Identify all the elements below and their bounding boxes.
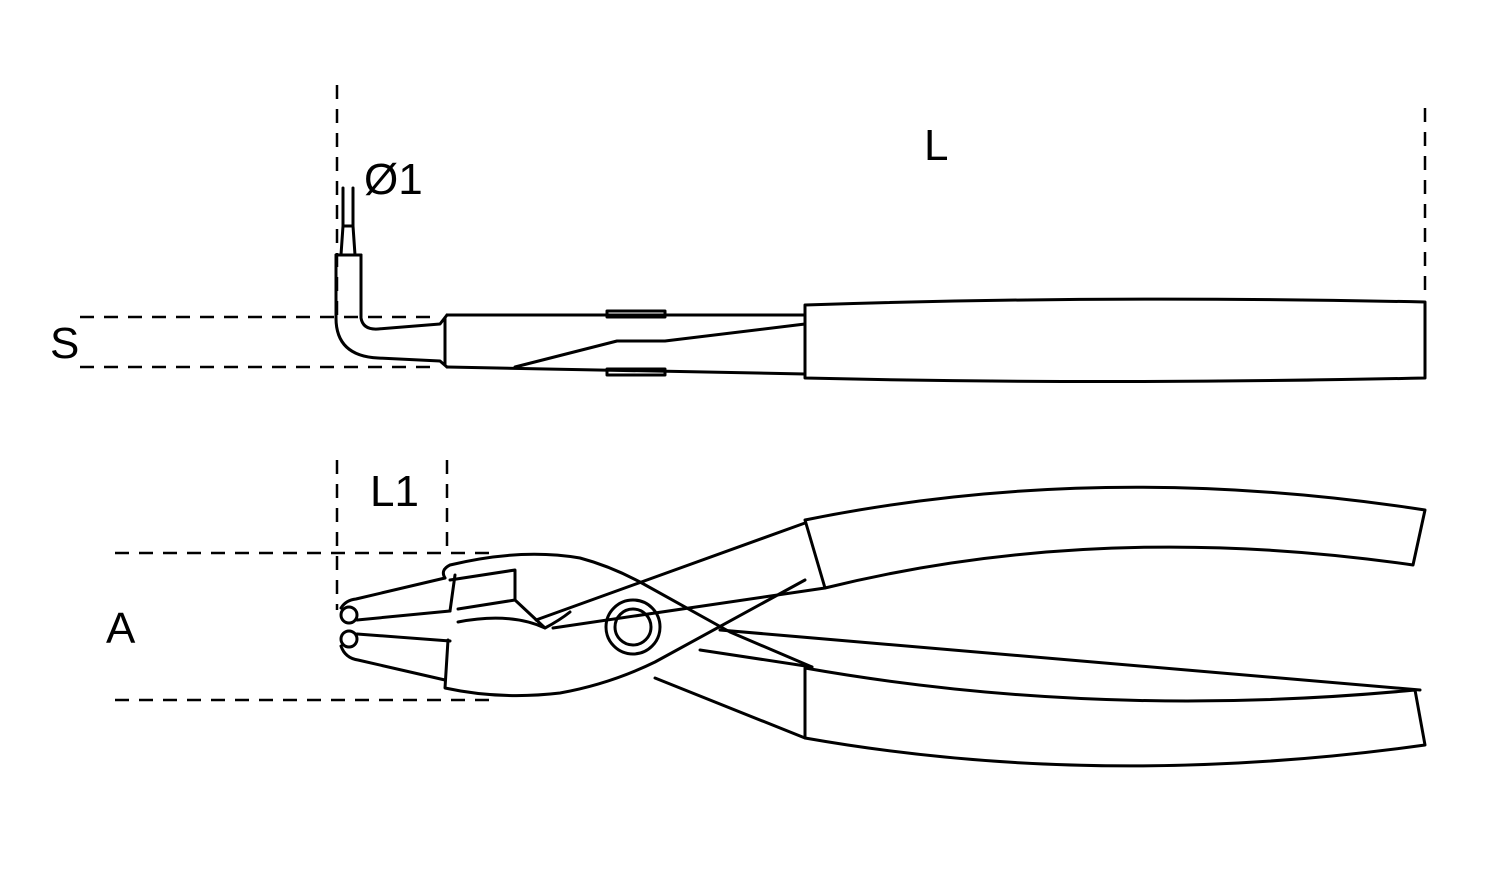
band-top [605,309,667,319]
pivot [604,598,662,656]
label-l: L [924,121,948,170]
plan-view: L1 A [106,460,1427,768]
label-a: A [106,604,136,653]
label-s: S [50,319,79,368]
upper-handle-grip [803,485,1427,590]
head [445,309,807,377]
label-tip-diameter: Ø1 [364,155,423,204]
label-l1: L1 [370,467,419,516]
lower-handle-grip [803,666,1427,768]
side-view: L Ø1 S [50,85,1427,383]
band-bottom [605,367,667,377]
jaws [339,521,1422,740]
bent-tip [334,186,449,369]
handle-grip [803,297,1427,383]
